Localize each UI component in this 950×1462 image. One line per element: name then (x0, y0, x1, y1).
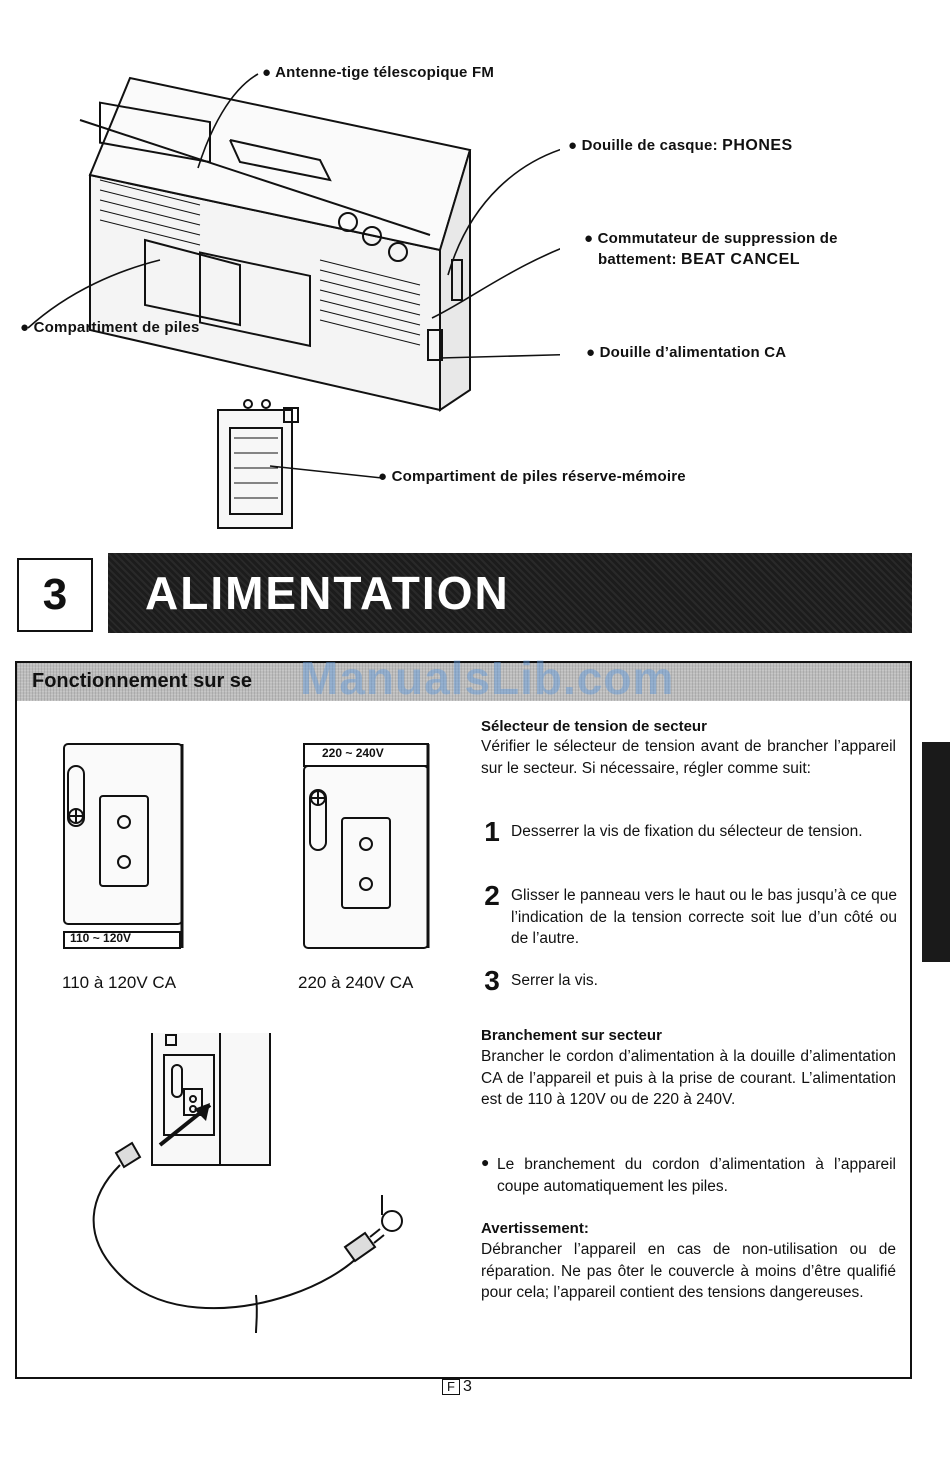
content-box (15, 661, 912, 1379)
voltage-panel-right-label: 220 ~ 240V (322, 746, 384, 760)
mains-heading: Branchement sur secteur (481, 1027, 662, 1044)
step-1-number: 1 (484, 816, 500, 847)
step-1-text: Desserrer la vis de fixation du sélecteu… (511, 823, 863, 840)
side-view-illustration (217, 399, 383, 529)
step-2-number: 2 (484, 880, 500, 911)
warning-heading: Avertissement: (481, 1220, 589, 1237)
callout-memory-battery: ● Compartiment de piles réserve-mémoire (378, 468, 686, 485)
step-3-text: Serrer la vis. (511, 972, 598, 989)
callout-battery-compartment: ● Compartiment de piles (20, 319, 200, 336)
step-2-text: Glisser le panneau vers le haut ou le ba… (511, 887, 897, 947)
page-number: 3 (462, 1378, 472, 1395)
section-number: 3 (17, 558, 93, 632)
subsection-header-bar (17, 663, 910, 701)
callout-bullet: ● (262, 64, 272, 81)
watermark: ManualsLib.com (300, 652, 675, 704)
voltage-panel-left-label: 110 ~ 120V (70, 931, 132, 945)
callout-bullet: ● (586, 344, 596, 361)
callout-bullet: ● (584, 230, 594, 247)
mains-bullet-text: Le branchement du cordon d’alimentation … (497, 1156, 896, 1195)
power-cord-illustration (92, 1033, 403, 1334)
callout-ac-socket: ● Douille d’alimentation CA (586, 344, 787, 361)
mains-bullet-dot: ● (481, 1154, 490, 1170)
subsection-title: Fonctionnement sur se (32, 670, 253, 692)
step-3-number: 3 (484, 965, 500, 996)
side-tab-marker (922, 742, 950, 962)
warning-text: Débrancher l’appareil en cas de non-util… (481, 1241, 896, 1301)
voltage-panel-right (303, 743, 430, 949)
callout-phones-jack: ● Douille de casque: PHONES (568, 137, 793, 154)
radio-illustration (27, 73, 560, 412)
voltage-panel-left (63, 743, 184, 949)
caption-220-240v: 220 à 240V CA (298, 973, 414, 992)
voltage-selector-heading: Sélecteur de tension de secteur (481, 718, 707, 735)
language-marker: F (442, 1379, 460, 1395)
caption-110-120v: 110 à 120V CA (62, 973, 177, 992)
callout-bullet: ● (378, 468, 388, 485)
callout-bullet: ● (568, 137, 578, 154)
mains-text: Brancher le cordon d’alimentation à la d… (481, 1048, 896, 1108)
callout-fm-antenna: ● Antenne-tige télescopique FM (262, 64, 495, 81)
section-title-bar (108, 553, 912, 633)
section-title: ALIMENTATION (145, 567, 510, 619)
voltage-selector-intro: Vérifier le sélecteur de tension avant d… (481, 738, 896, 777)
callout-beat-cancel: ● Commutateur de suppression de battemen… (584, 230, 838, 268)
callout-bullet: ● (20, 319, 30, 336)
